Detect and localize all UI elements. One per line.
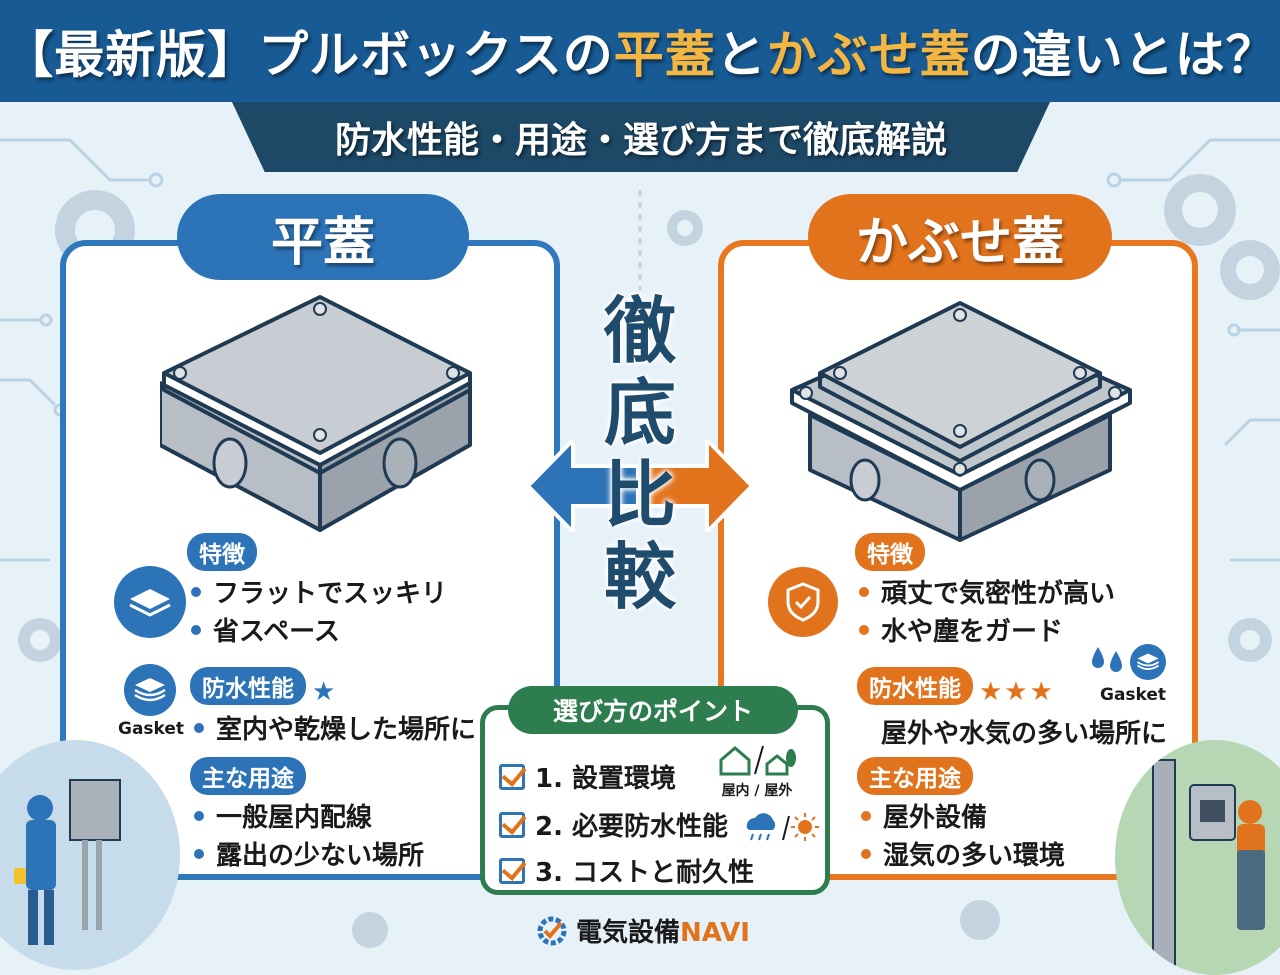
list-item: 屋外設備 — [857, 799, 1065, 837]
list-item: 頑丈で気密性が高い — [855, 575, 1115, 613]
title-suffix: の違いとは？ — [970, 26, 1277, 84]
gear-check-icon — [537, 916, 567, 945]
list-item: 水や塵をガード — [855, 613, 1115, 651]
checkbox-checked-icon — [499, 857, 525, 884]
features-list: 頑丈で気密性が高い 水や塵をガード — [855, 575, 1115, 651]
title-mid: と — [715, 26, 767, 84]
indoor-outdoor-icon: 屋内 / 屋外 — [717, 744, 797, 800]
gasket-label: Gasket — [1100, 685, 1167, 705]
left-arrow-icon — [528, 440, 638, 532]
list-item: 省スペース — [187, 613, 447, 651]
checkbox-checked-icon — [499, 763, 525, 790]
comparison-char: 底 — [603, 371, 676, 455]
features-badge: 特徴 — [855, 533, 925, 571]
list-item: 一般屋内配線 — [190, 799, 424, 837]
subtitle: 防水性能・用途・選び方まで徹底解説 — [334, 120, 947, 161]
thorough-comparison-label: 徹 底 比 較 — [565, 290, 715, 650]
checkbox-checked-icon — [499, 811, 525, 838]
waterproof-list: 室内や乾燥した場所に — [190, 711, 476, 749]
uses-list: 屋外設備 湿気の多い環境 — [857, 799, 1065, 875]
flat-waterproof-section: 防水性能★ 室内や乾燥した場所に — [190, 667, 476, 749]
features-list: フラットでスッキリ 省スペース — [187, 575, 447, 651]
flat-features-section: 特徴 フラットでスッキリ 省スペース — [187, 533, 447, 651]
gasket-icon — [1130, 644, 1166, 680]
star-rating: ★ — [312, 676, 336, 707]
waterproof-badge: 防水性能 — [857, 667, 973, 705]
title-highlight-cover: かぶせ蓋 — [766, 26, 971, 84]
uses-badge: 主な用途 — [190, 757, 306, 795]
list-item: フラットでスッキリ — [187, 575, 447, 613]
page-title: 【最新版】プルボックスの平蓋とかぶせ蓋の違いとは？ — [3, 15, 1277, 87]
gasket-label: Gasket — [118, 719, 185, 739]
cover-uses-section: 主な用途 屋外設備 湿気の多い環境 — [857, 757, 1065, 875]
flat-uses-section: 主な用途 一般屋内配線 露出の少ない場所 — [190, 757, 424, 875]
list-item: 露出の少ない場所 — [190, 837, 424, 875]
shield-check-icon — [768, 567, 838, 637]
uses-badge: 主な用途 — [857, 757, 973, 795]
cover-waterproof-section: 防水性能★★★ 屋外や水気の多い場所に — [857, 667, 1167, 750]
cover-lid-box-illustration — [790, 301, 1132, 542]
selection-points-title: 選び方のポイント — [508, 686, 798, 734]
point-item-waterproof: 2. 必要防水性能 — [499, 806, 728, 843]
brand-logo: 電気設備NAVI — [536, 912, 750, 949]
title-highlight-flat: 平蓋 — [613, 26, 716, 84]
indoor-worker-illustration — [0, 740, 180, 970]
brand-name: 電気設備NAVI — [576, 918, 750, 948]
flat-layer-icon — [114, 566, 186, 638]
comparison-char: 較 — [603, 535, 676, 619]
uses-list: 一般屋内配線 露出の少ない場所 — [190, 799, 424, 875]
flat-lid-title: 平蓋 — [177, 194, 469, 280]
point-label: 3. コストと耐久性 — [535, 858, 755, 888]
gasket-icon — [124, 664, 176, 716]
waterproof-text: 屋外や水気の多い場所に — [881, 718, 1168, 749]
point-label: 1. 設置環境 — [535, 764, 677, 794]
rain-sun-icon — [746, 813, 819, 841]
point-item-environment: 1. 設置環境 — [499, 758, 676, 795]
list-item: 室内や乾燥した場所に — [190, 711, 476, 749]
point-item-cost: 3. コストと耐久性 — [499, 852, 754, 889]
comparison-char: 徹 — [603, 289, 676, 373]
features-badge: 特徴 — [187, 533, 257, 571]
point-label: 2. 必要防水性能 — [535, 812, 729, 842]
cover-lid-title: かぶせ蓋 — [808, 194, 1112, 280]
list-item: 湿気の多い環境 — [857, 837, 1065, 875]
indoor-outdoor-label: 屋内 / 屋外 — [721, 783, 793, 799]
outdoor-worker-illustration — [1115, 740, 1280, 975]
comparison-char: 比 — [603, 453, 676, 537]
title-prefix: 【最新版】プルボックスの — [3, 26, 614, 84]
cover-features-section: 特徴 頑丈で気密性が高い 水や塵をガード — [855, 533, 1115, 651]
star-rating: ★★★ — [979, 676, 1055, 707]
subtitle-banner: 防水性能・用途・選び方まで徹底解説 — [232, 102, 1050, 172]
title-banner: 【最新版】プルボックスの平蓋とかぶせ蓋の違いとは？ — [0, 0, 1280, 102]
water-drops-icon — [1092, 647, 1122, 672]
flat-lid-box-illustration — [160, 295, 472, 532]
waterproof-badge: 防水性能 — [190, 667, 306, 705]
selection-points-box: 1. 設置環境 屋内 / 屋外 2. 必要防水性能 3. コストと耐久性 — [480, 705, 830, 895]
right-arrow-icon — [642, 440, 752, 532]
